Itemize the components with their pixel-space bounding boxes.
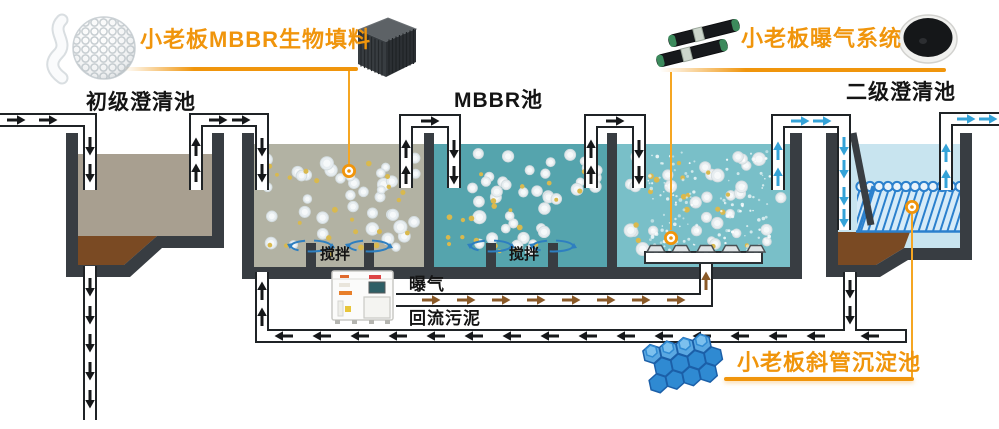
- disc-diffusers-row: [645, 244, 767, 253]
- mbbr-tanks: [242, 133, 802, 279]
- aeration-pipe-label: 曝气: [409, 275, 445, 294]
- mixer-label-aerobic: 搅拌: [509, 246, 540, 263]
- mbbr-media-underline: [124, 67, 358, 71]
- flow-arrows: [7, 114, 998, 409]
- inlet-pipe: [0, 113, 97, 190]
- primary-clarifier-tank: [66, 133, 224, 277]
- transfer-pipe-1: [189, 113, 269, 190]
- outlet-pipe: [939, 112, 999, 190]
- transfer-pipe-2: [399, 114, 461, 188]
- disc-diffuser-image: [898, 14, 958, 64]
- mbbr-media-callout-label: 小老板MBBR生物填料: [140, 27, 371, 52]
- mbbr-media-strip-image: [46, 13, 69, 85]
- tube-settler-media-image: [642, 333, 724, 394]
- transfer-pipe-4: [771, 114, 851, 230]
- primary-sludge-pipe: [83, 266, 97, 420]
- aeration-system-underline: [660, 68, 946, 72]
- callout-lines: [348, 71, 913, 377]
- blower-screen: [368, 281, 386, 294]
- submersible-mixers: [287, 239, 577, 268]
- pipes: [0, 112, 999, 420]
- blower-door: [363, 296, 391, 319]
- tube-settler-callout-label: 小老板斜管沉淀池: [737, 350, 922, 375]
- mbbr-tank-label: MBBR池: [454, 89, 543, 112]
- mixer-label-anoxic: 搅拌: [320, 246, 351, 263]
- return-sludge-pipe: [255, 272, 907, 343]
- aeration-air-pipe: [396, 263, 713, 307]
- return-sludge-label: 回流污泥: [409, 309, 481, 328]
- secondary-clarifier-label: 二级澄清池: [846, 81, 956, 104]
- clarifier-baffle: [849, 132, 875, 226]
- transfer-pipe-3: [584, 114, 646, 188]
- diffuser-manifold: [644, 251, 763, 264]
- tube-diffuser-image: [656, 19, 740, 67]
- aeration-system-callout-label: 小老板曝气系统: [741, 26, 903, 51]
- aeration-blower: [331, 270, 394, 324]
- primary-clarifier-label: 初级澄清池: [86, 91, 196, 114]
- blower-label: [339, 291, 352, 295]
- mbbr-media-ball-image: [72, 16, 136, 80]
- bio-media-block-image: [356, 17, 418, 77]
- callout-markers: [342, 164, 919, 245]
- tube-settler-underline: [724, 377, 914, 381]
